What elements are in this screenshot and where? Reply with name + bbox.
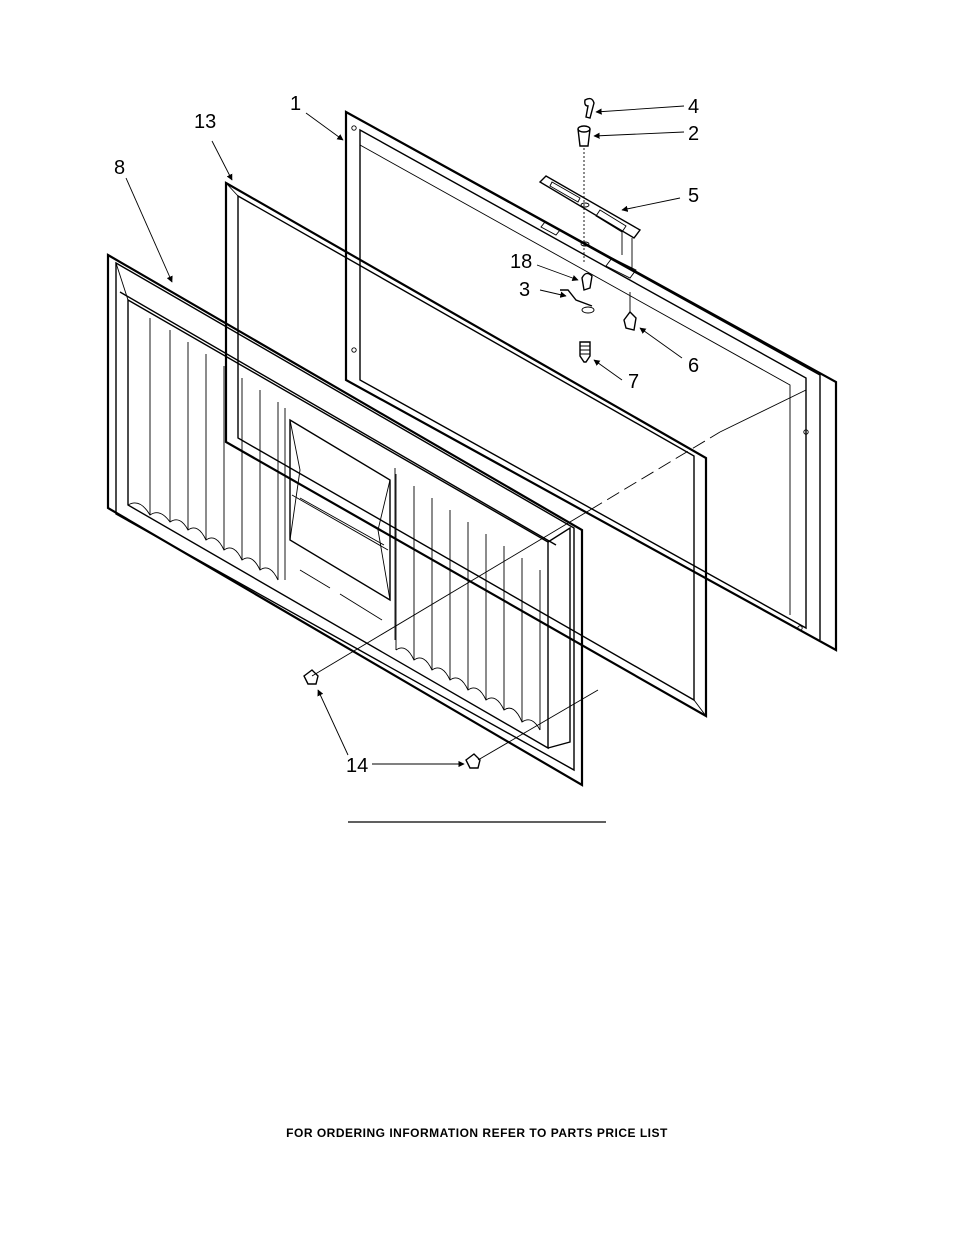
callout-5: 5	[688, 185, 699, 207]
callout-7: 7	[628, 371, 639, 393]
callout-18: 18	[510, 251, 532, 273]
callout-2: 2	[688, 123, 699, 145]
clip-part-18	[580, 241, 593, 291]
key-part-4	[584, 97, 595, 119]
door-panel-part	[106, 253, 584, 787]
assembly-lines	[311, 389, 807, 761]
clip-parts-14	[303, 669, 481, 769]
latch-plate-part-3	[560, 289, 595, 314]
callout-1: 1	[290, 93, 301, 115]
leader-arrows	[125, 105, 685, 768]
callout-13: 13	[194, 111, 216, 133]
callout-14: 14	[346, 755, 368, 777]
lock-cylinder-part-2	[577, 125, 591, 262]
screw-part-7	[579, 341, 591, 363]
callout-3: 3	[519, 279, 530, 301]
gasket-part	[224, 181, 708, 718]
callout-4: 4	[688, 96, 699, 118]
bracket-part-6	[623, 292, 637, 331]
lock-housing-part-5	[538, 175, 642, 270]
footer-note: FOR ORDERING INFORMATION REFER TO PARTS …	[286, 1126, 668, 1140]
back-frame-part	[344, 110, 838, 652]
callout-8: 8	[114, 157, 125, 179]
callout-6: 6	[688, 355, 699, 377]
